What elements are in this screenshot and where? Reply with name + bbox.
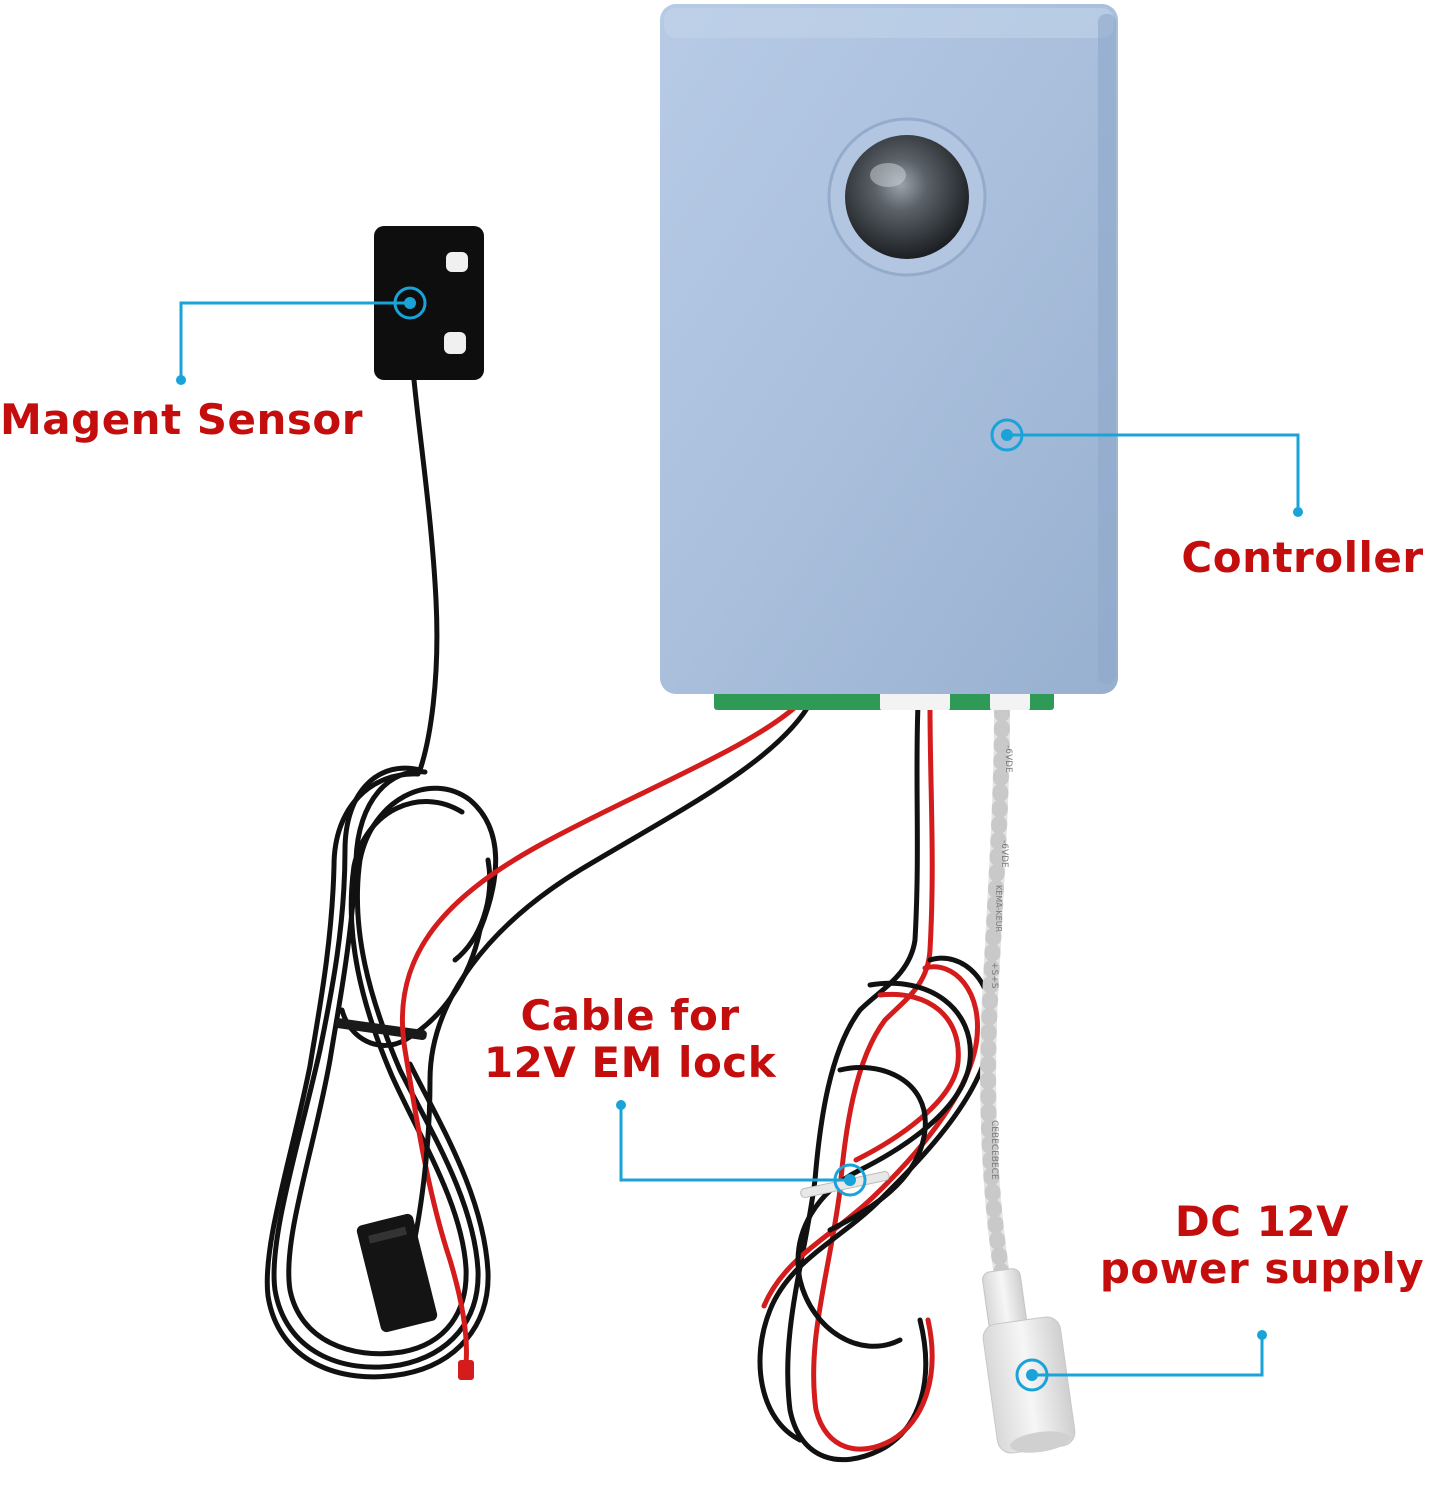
em-lock-wire-pair-left (399, 695, 815, 1375)
power-supply-label: DC 12V power supply (1092, 1198, 1430, 1292)
power-supply-label-line1: DC 12V (1174, 1197, 1350, 1246)
target-ring-icon (990, 418, 1024, 452)
cable-marking: -6VDE (999, 840, 1009, 868)
dot-icon (176, 375, 186, 385)
magnet-sensor-label-text: Magent Sensor (0, 395, 363, 444)
cable-marking: KEMA-KEUR (994, 885, 1003, 933)
pir-lens (845, 135, 969, 259)
callout-lines (179, 301, 1300, 1377)
magnet-sensor-label: Magent Sensor (0, 395, 363, 444)
em-lock-cable-label-line1: Cable for (520, 991, 740, 1040)
em-lock-cable-label: Cable for 12V EM lock (470, 992, 790, 1086)
controller-label-text: Controller (1181, 533, 1424, 582)
target-ring-icon (1015, 1358, 1049, 1392)
em-lock-cable-coil (757, 702, 994, 1463)
target-ring-icon (833, 1163, 867, 1197)
cable-marking: CEBECEBECE (989, 1120, 999, 1180)
controller-label: Controller (1180, 534, 1425, 581)
cable-marking: +S+S (989, 962, 999, 989)
target-ring-icon (393, 286, 427, 320)
dot-icon (1257, 1330, 1267, 1340)
dot-icon (1293, 507, 1303, 517)
dc-power-cable (980, 704, 1076, 1454)
magnet-sensor (374, 226, 484, 380)
wire-connector (356, 1213, 474, 1380)
dot-icon (616, 1100, 626, 1110)
cable-marking: -6VDE (1003, 745, 1013, 773)
controller-box (660, 4, 1118, 694)
power-supply-label-line2: power supply (1099, 1244, 1425, 1294)
em-lock-cable-label-line2: 12V EM lock (483, 1038, 777, 1088)
